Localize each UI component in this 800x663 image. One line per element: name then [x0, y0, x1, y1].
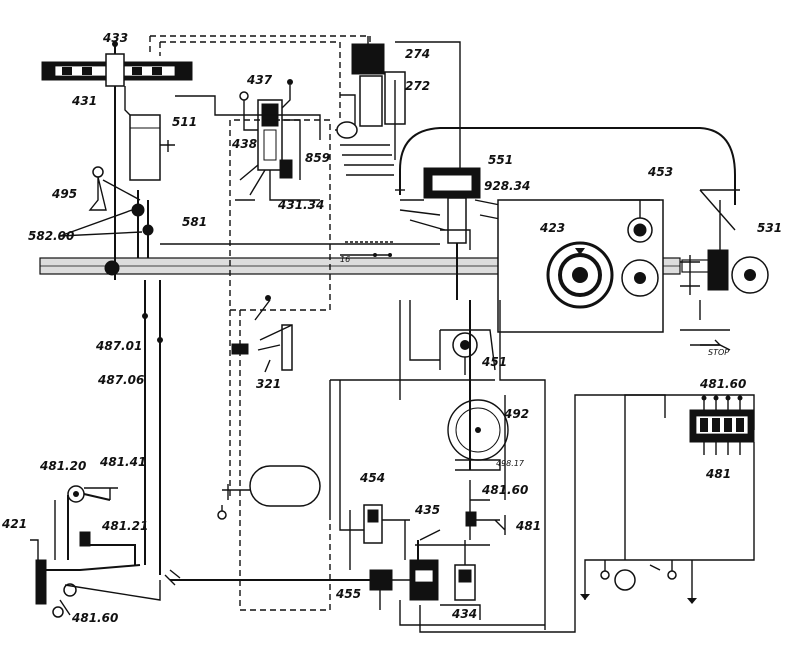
lever-481-mid — [465, 480, 506, 540]
label-582-00: 582.00 — [28, 229, 74, 243]
label-531: 531 — [757, 221, 782, 235]
label-928-34: 928.34 — [484, 179, 530, 193]
valve-455 — [369, 569, 410, 610]
label-454: 454 — [359, 471, 385, 485]
outlet-group — [580, 560, 697, 604]
label-481-60-bot: 481.60 — [71, 611, 118, 625]
label-stop: STOP — [708, 348, 729, 357]
label-423: 423 — [539, 221, 565, 235]
lever-495 — [88, 166, 141, 211]
label-481: 481 — [705, 467, 731, 481]
filter-272-274 — [335, 36, 406, 176]
label-481-60-mid: 481.60 — [481, 483, 528, 497]
valve-bank-431 — [41, 41, 193, 87]
label-433: 433 — [102, 31, 128, 45]
label-487-01: 487.01 — [95, 339, 142, 353]
label-274: 274 — [405, 47, 430, 61]
label-434: 434 — [451, 607, 477, 621]
label-551: 551 — [488, 153, 513, 167]
brake-531 — [680, 189, 769, 351]
label-492: 492 — [503, 407, 529, 421]
label-451: 451 — [481, 355, 507, 369]
label-272: 272 — [405, 79, 430, 93]
line-581 — [160, 241, 440, 257]
valve-454 — [339, 380, 410, 570]
air-tank — [217, 465, 321, 520]
valve-434 — [440, 540, 481, 620]
label-437: 437 — [246, 73, 273, 87]
label-481-mid: 481 — [515, 519, 541, 533]
label-431-34: 431.34 — [277, 198, 324, 212]
valve-435 — [404, 520, 490, 601]
label-321: 321 — [256, 377, 281, 391]
pedal-assembly — [30, 485, 161, 618]
label-481-60-top: 481.60 — [699, 377, 746, 391]
label-453: 453 — [647, 165, 673, 179]
label-487-06: 487.06 — [97, 373, 144, 387]
label-455: 455 — [335, 587, 361, 601]
label-421: 421 — [1, 517, 27, 531]
valve-551 — [399, 167, 506, 300]
gauge-453 — [620, 199, 660, 297]
label-859: 859 — [305, 151, 330, 165]
label-481-41: 481.41 — [99, 455, 146, 469]
governor-492 — [447, 300, 509, 471]
label-581: 581 — [182, 215, 207, 229]
label-481-21: 481.21 — [101, 519, 148, 533]
linkage-582 — [59, 190, 154, 276]
label-481-20: 481.20 — [39, 459, 86, 473]
labels: 433 431 437 274 272 511 438 859 431.34 4… — [1, 31, 782, 625]
label-435: 435 — [414, 503, 440, 517]
stop-indicator — [700, 339, 722, 346]
distribution-block-481 — [584, 394, 755, 600]
label-511: 511 — [172, 115, 197, 129]
valve-321 — [231, 295, 293, 373]
label-498-17: 498.17 — [496, 459, 525, 468]
label-16: 16 — [340, 255, 350, 264]
label-495: 495 — [51, 187, 77, 201]
label-431: 431 — [71, 94, 97, 108]
reservoir-511 — [114, 86, 175, 280]
label-438: 438 — [231, 137, 257, 151]
